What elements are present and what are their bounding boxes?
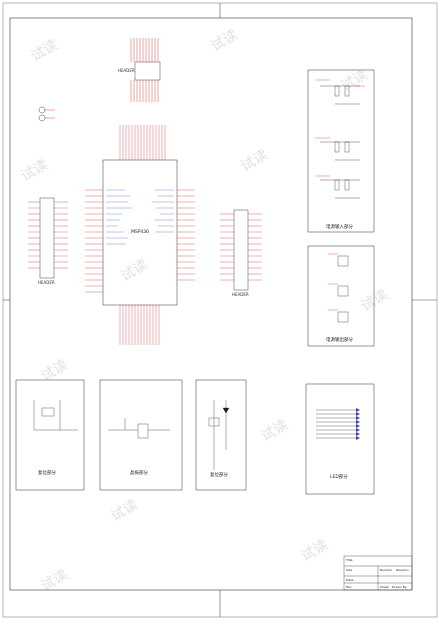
right-header-label: HEADER	[232, 292, 249, 297]
crystal-label: 晶振部分	[130, 471, 148, 476]
test-points	[38, 106, 55, 122]
mcu-chip	[85, 125, 195, 345]
top-ic	[130, 38, 161, 102]
top-ic-label: HEADER	[118, 68, 135, 73]
reset2-panel	[195, 379, 247, 491]
mcu-label: MSP430	[131, 230, 150, 235]
power-input-panel	[307, 69, 375, 233]
title-block-file: File:	[346, 585, 353, 589]
power-input-label: 电源输入部分	[326, 225, 353, 230]
reset2-label: 复位部分	[210, 473, 228, 478]
crystal-panel	[99, 379, 183, 491]
title-block-sheet: Sheet	[380, 585, 389, 589]
left-header-label: HEADER	[38, 280, 55, 285]
reset-panel	[15, 379, 85, 491]
power-output-panel	[307, 245, 375, 347]
title-block-title: Title	[346, 558, 353, 562]
title-block-revision: Revision	[396, 568, 409, 572]
title-block-size: Size	[346, 568, 353, 572]
reset-label: 复位部分	[38, 471, 56, 476]
title-block	[343, 555, 413, 591]
led-panel	[305, 383, 375, 495]
power-output-label: 电源输出部分	[326, 338, 353, 343]
title-block-drawn-by: Drawn By:	[392, 585, 408, 589]
left-header	[28, 197, 68, 279]
title-block-number: Number	[380, 568, 393, 572]
sheet-frame	[9, 17, 413, 591]
right-header	[220, 209, 262, 291]
title-block-date: Date:	[346, 578, 355, 582]
led-label: LED部分	[330, 475, 348, 480]
